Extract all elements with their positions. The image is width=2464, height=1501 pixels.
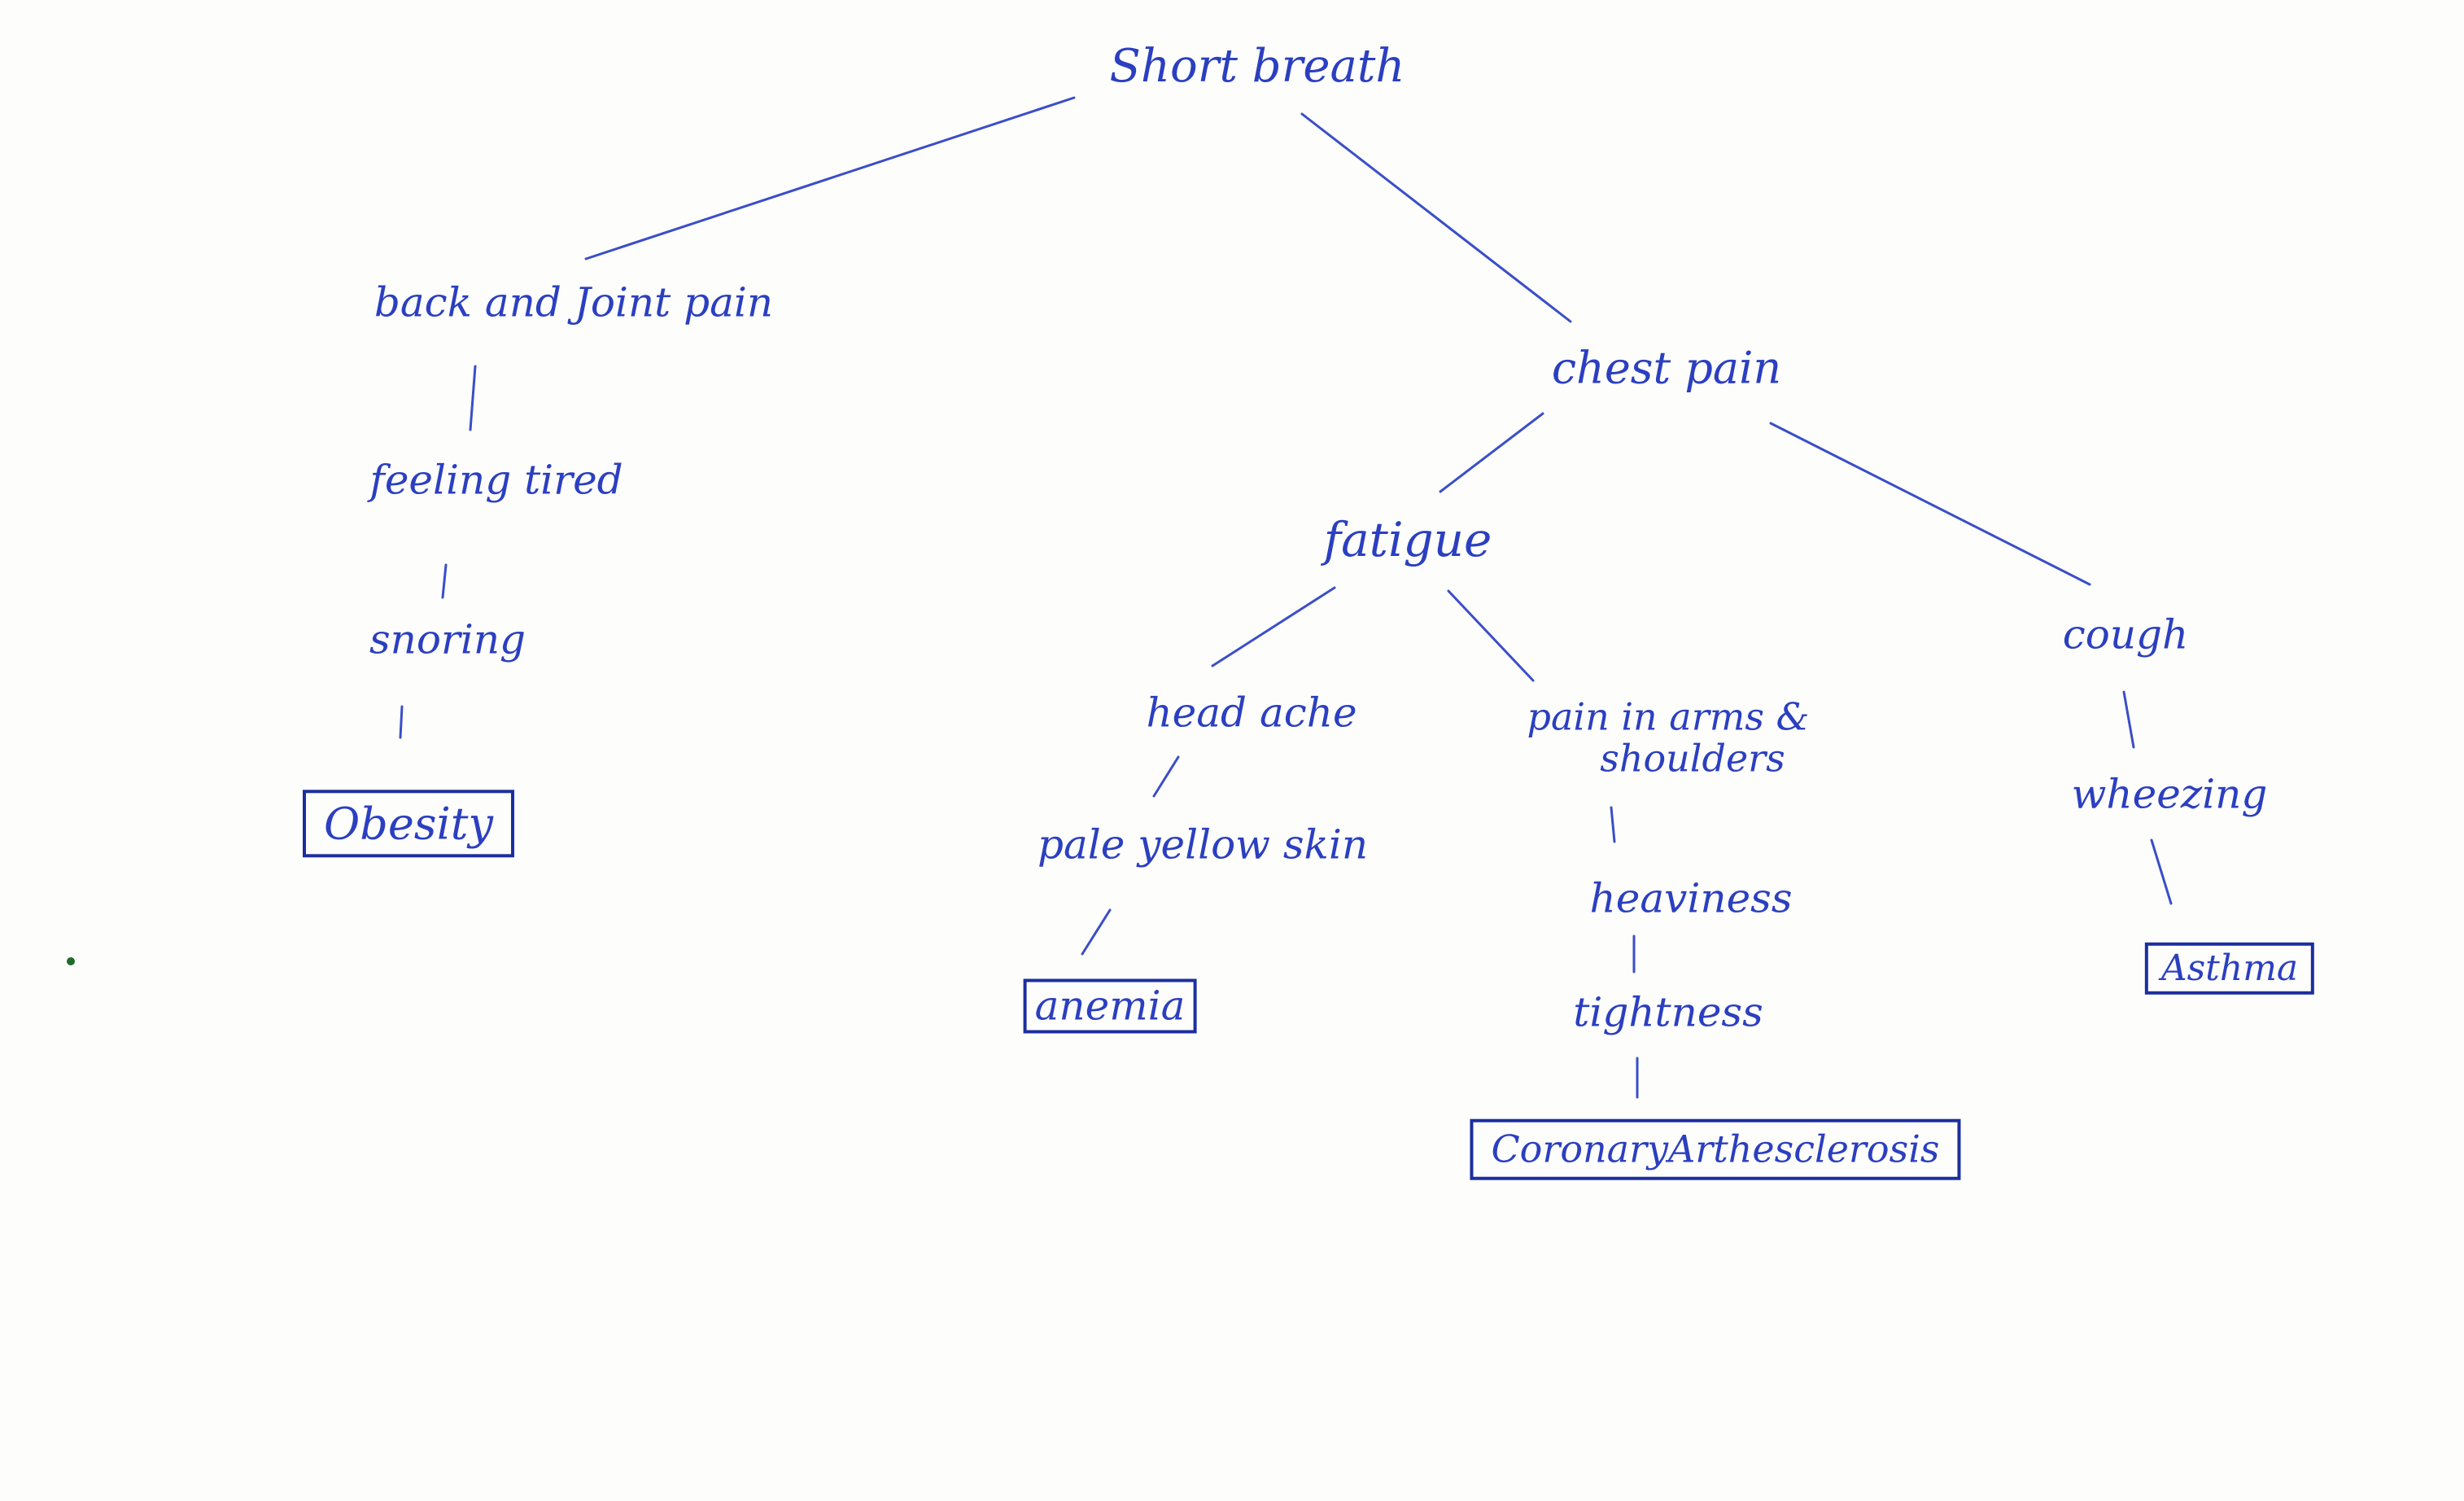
edge-chest-pain-to-fatigue <box>1439 412 1544 493</box>
pain-arms-line1: pain in arms & <box>1527 694 1810 739</box>
node-short-breath: Short breath <box>1109 40 1405 94</box>
edge-pale-yellow-skin-to-anemia <box>1081 908 1112 956</box>
node-cough: cough <box>2062 610 2189 659</box>
edge-snoring-to-obesity <box>399 705 404 739</box>
edge-feeling-tired-to-snoring <box>441 563 448 599</box>
node-headache: head ache <box>1146 689 1357 737</box>
edge-cough-to-wheezing <box>2122 690 2135 749</box>
ink-dot <box>67 957 75 965</box>
node-anemia: anemia <box>1023 978 1197 1034</box>
node-wheezing: wheezing <box>2071 770 2268 818</box>
node-obesity: Obesity <box>303 790 514 858</box>
pain-arms-line2: shoulders <box>1600 736 1785 780</box>
edge-chest-pain-to-cough <box>1769 422 2091 586</box>
edge-fatigue-to-headache <box>1211 586 1336 667</box>
node-fatigue: fatigue <box>1323 512 1492 568</box>
node-tightness: tightness <box>1573 988 1763 1036</box>
node-feeling-tired: feeling tired <box>369 456 623 504</box>
edge-headache-to-pale-yellow-skin <box>1152 755 1180 798</box>
edge-root-to-back-joint-pain <box>584 96 1076 260</box>
node-pain-arms-shoulders: pain in arms & shoulders <box>1527 696 1810 778</box>
node-asthma: Asthma <box>2144 942 2315 996</box>
node-pale-yellow-skin: pale yellow skin <box>1037 821 1369 869</box>
node-chest-pain: chest pain <box>1551 342 1782 394</box>
edge-wheezing-to-asthma <box>2150 838 2173 905</box>
edge-fatigue-to-pain-arms <box>1447 589 1535 682</box>
node-snoring: snoring <box>369 615 526 663</box>
edge-root-to-chest-pain <box>1300 112 1572 323</box>
edge-back-joint-pain-to-feeling-tired <box>469 365 477 431</box>
node-back-joint-pain: back and Joint pain <box>374 278 774 326</box>
node-coronary-arthesclerosis: CoronaryArthesclerosis <box>1470 1118 1961 1180</box>
edge-pain-arms-to-heaviness <box>1610 806 1616 843</box>
node-heaviness: heaviness <box>1589 874 1793 922</box>
